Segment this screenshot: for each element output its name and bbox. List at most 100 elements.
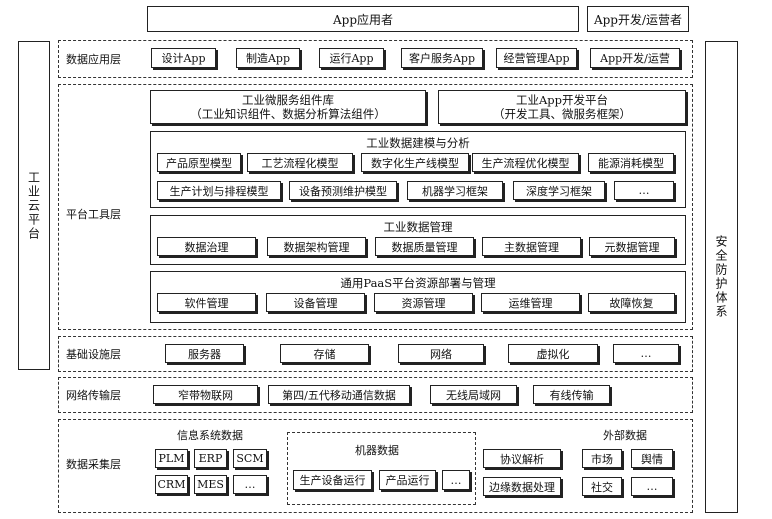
external-item: …: [631, 477, 673, 496]
model-item-label: 工艺流程化模型: [261, 156, 339, 170]
external-item-label: 市场: [591, 452, 613, 466]
data-mgmt-item-label: 数据治理: [184, 240, 229, 254]
microservice-title: 工业微服务组件库: [242, 93, 334, 107]
machine-data-panel: [287, 432, 476, 505]
info-system-item-label: …: [244, 478, 256, 491]
business-mgmt-app: 经营管理App: [496, 48, 577, 68]
data-mgmt-item: 数据质量管理: [375, 237, 474, 256]
data-mgmt-item: 元数据管理: [589, 237, 675, 256]
data-mgmt-item: 主数据管理: [482, 237, 581, 256]
infra-item-label: 网络: [430, 347, 452, 361]
model-item: 设备预测维护模型: [289, 181, 397, 200]
app-dev-platform: 工业App开发平台 （开发工具、微服务框架）: [438, 90, 686, 124]
microservice-subtitle: （工业知识组件、数据分析算法组件）: [190, 107, 386, 121]
infra-item-label: 服务器: [188, 347, 221, 361]
model-item-label: 生产计划与排程模型: [169, 184, 269, 198]
infra-item-label: …: [640, 347, 652, 360]
machine-data-title: 机器数据: [355, 444, 399, 457]
external-data-title: 外部数据: [603, 429, 647, 442]
network-item-label: 无线局域网: [446, 388, 501, 402]
model-item: 生产计划与排程模型: [157, 181, 281, 200]
model-item: 工艺流程化模型: [247, 153, 353, 172]
data-mgmt-item: 数据治理: [157, 237, 256, 256]
infra-layer-label: 基础设施层: [66, 348, 121, 361]
info-system-item: CRM: [155, 475, 188, 494]
network-item: 第四/五代移动通信数据: [268, 385, 410, 404]
external-item-label: 社交: [591, 480, 613, 494]
data-modeling-panel: 工业数据建模与分析: [150, 131, 686, 208]
app-dev-ops: App开发/运营: [590, 48, 680, 68]
industrial-cloud-label: 工业云平台: [26, 170, 41, 241]
paas-item: 运维管理: [481, 293, 580, 312]
paas-item: 设备管理: [266, 293, 365, 312]
operation-app: 运行App: [319, 48, 384, 68]
data-app-layer: [58, 40, 693, 78]
protocol-parse: 协议解析: [483, 449, 561, 468]
data-mgmt-item-label: 数据质量管理: [391, 240, 458, 254]
external-item-label: 舆情: [641, 452, 663, 466]
infra-item: 存储: [280, 344, 369, 363]
model-item: …: [614, 181, 674, 200]
security-system: 安全防护体系: [705, 41, 738, 513]
infra-item-label: 存储: [313, 347, 336, 361]
data-app-layer-label: 数据应用层: [66, 53, 121, 66]
external-item: 舆情: [631, 449, 673, 468]
network-item-label: 窄带物联网: [178, 388, 233, 402]
model-item-label: 能源消耗模型: [598, 156, 664, 170]
network-item-label: 有线传输: [549, 388, 594, 402]
info-system-item-label: MES: [197, 478, 224, 491]
data-mgmt-item-label: 元数据管理: [604, 240, 660, 254]
paas-item-label: 运维管理: [508, 296, 553, 310]
app-dev-label: App开发/运营者: [593, 12, 683, 27]
design-app: 设计App: [151, 48, 216, 68]
paas-item: 故障恢复: [588, 293, 675, 312]
paas-item-label: 软件管理: [184, 296, 229, 310]
infra-item: 虚拟化: [508, 344, 598, 363]
machine-item-label: …: [450, 473, 462, 487]
model-item-label: 数字化生产线模型: [371, 156, 459, 170]
model-item: 深度学习框架: [513, 181, 605, 200]
infra-item: 服务器: [165, 344, 244, 363]
customer-service-app: 客户服务App: [401, 48, 483, 68]
model-item: 能源消耗模型: [588, 153, 674, 172]
machine-item: 生产设备运行: [293, 470, 372, 490]
data-mgmt-item: 数据架构管理: [267, 237, 366, 256]
data-modeling-title: 工业数据建模与分析: [366, 136, 470, 150]
paas-item: 资源管理: [374, 293, 473, 312]
model-item: 数字化生产线模型: [361, 153, 469, 172]
paas-item-label: 设备管理: [293, 296, 338, 310]
manufacturing-app-label: 制造App: [245, 52, 291, 65]
info-system-title: 信息系统数据: [177, 429, 243, 442]
platform-tool-layer: [58, 84, 693, 330]
machine-item-label: 产品运行: [385, 474, 430, 487]
paas-item: 软件管理: [157, 293, 256, 312]
network-item: 无线局域网: [430, 385, 517, 404]
security-label: 安全防护体系: [714, 235, 728, 319]
app-dev-ops-label: App开发/运营: [600, 52, 670, 65]
network-layer-label: 网络传输层: [66, 389, 121, 402]
info-system-item-label: SCM: [236, 452, 264, 465]
paas-panel: 通用PaaS平台资源部署与管理: [150, 271, 686, 323]
model-item: 生产流程优化模型: [472, 153, 579, 172]
edge-processing-label: 边缘数据处理: [489, 480, 555, 494]
collection-layer: [58, 419, 693, 513]
data-mgmt-title: 工业数据管理: [383, 220, 453, 234]
model-item-label: 深度学习框架: [526, 184, 592, 198]
external-item: 社交: [582, 477, 622, 496]
app-dev-platform-subtitle: （开发工具、微服务框架）: [493, 107, 631, 121]
manufacturing-app: 制造App: [236, 48, 300, 68]
design-app-label: 设计App: [161, 52, 206, 65]
machine-item-label: 生产设备运行: [299, 474, 366, 487]
app-dev-box: App开发/运营者: [587, 6, 689, 32]
info-system-item-label: CRM: [157, 478, 186, 491]
infra-item: 网络: [398, 344, 484, 363]
external-item-label: …: [646, 480, 658, 493]
data-mgmt-item-label: 主数据管理: [504, 240, 559, 254]
paas-item-label: 故障恢复: [609, 296, 654, 310]
data-mgmt-item-label: 数据架构管理: [283, 240, 350, 254]
app-dev-platform-title: 工业App开发平台: [515, 93, 609, 107]
infra-item-label: 虚拟化: [536, 347, 570, 361]
business-mgmt-app-label: 经营管理App: [503, 52, 570, 65]
app-user-box: App应用者: [147, 6, 579, 32]
operation-app-label: 运行App: [329, 52, 374, 65]
